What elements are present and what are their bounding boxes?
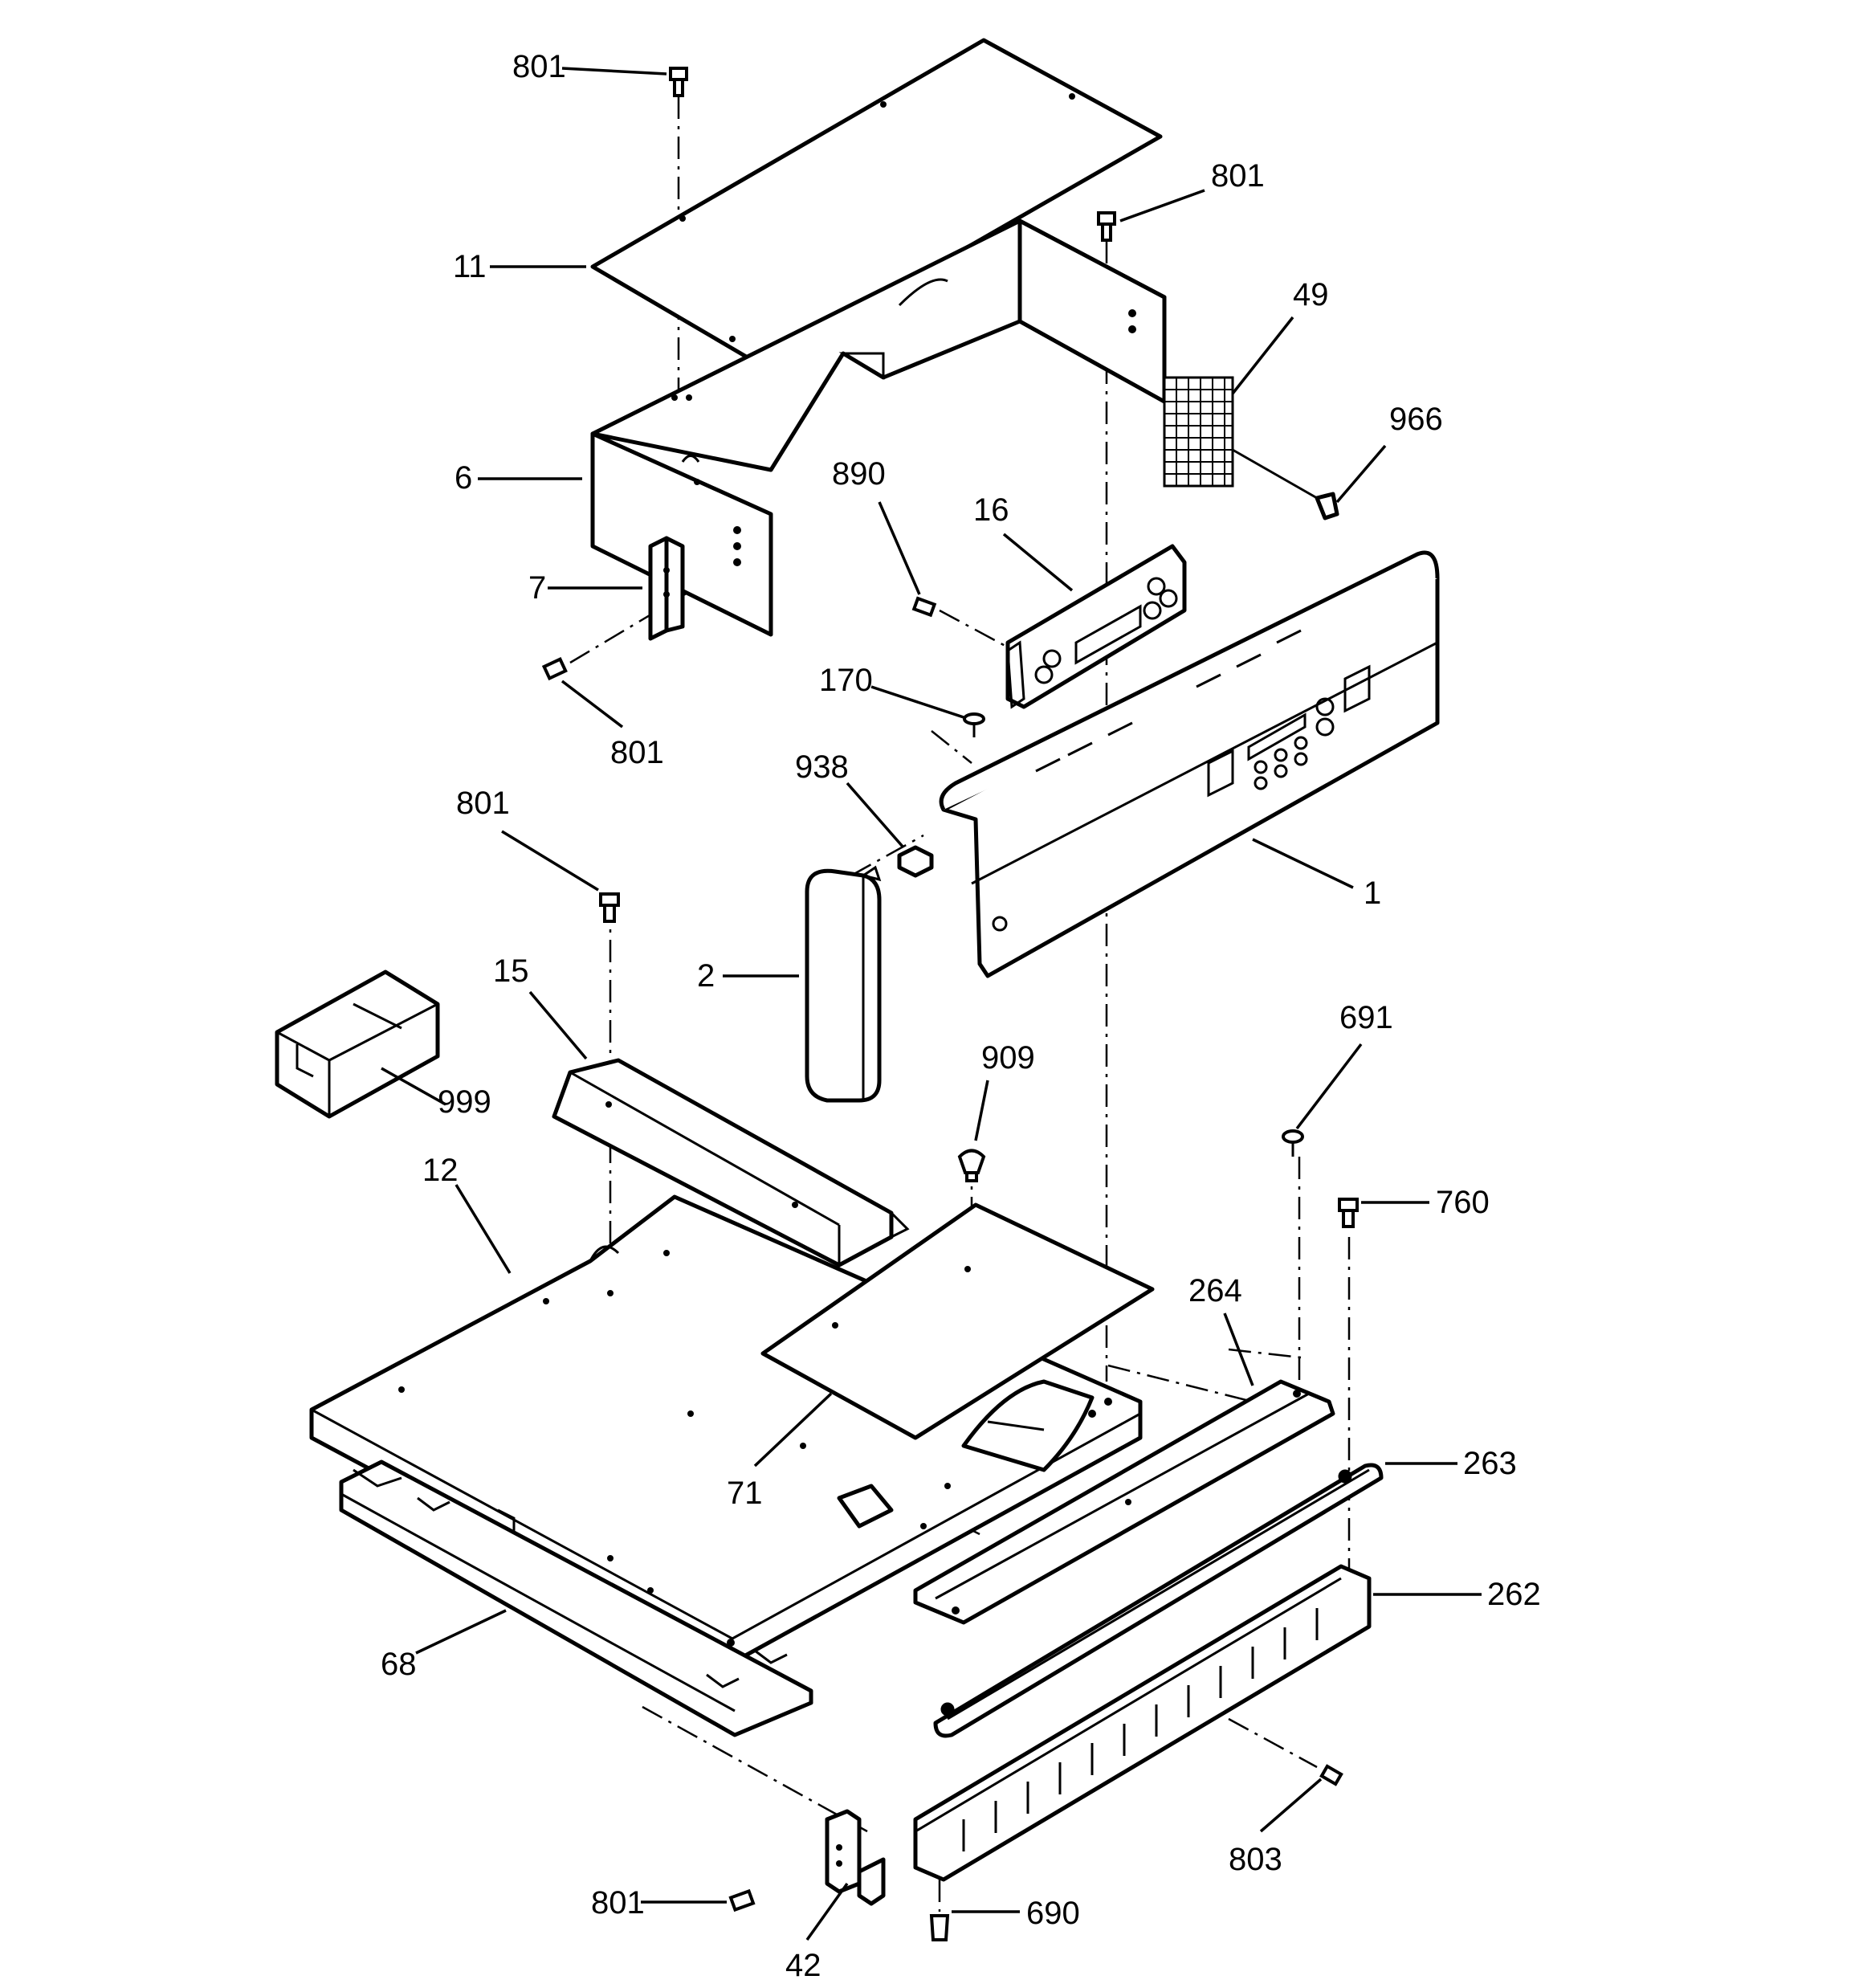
plug-909 — [957, 1149, 986, 1182]
literature-box — [275, 970, 440, 1119]
callout-labels: 801 801 11 49 966 6 890 16 7 170 801 938… — [381, 49, 1541, 1983]
screw-803 — [1319, 1764, 1343, 1786]
fasteners — [541, 67, 1359, 1941]
callout-11: 11 — [453, 249, 487, 284]
callout-16: 16 — [973, 492, 1009, 528]
callout-691: 691 — [1339, 1000, 1393, 1035]
callout-262: 262 — [1487, 1577, 1541, 1612]
screw-801-upper-right — [1097, 211, 1116, 242]
screw-801-left — [599, 892, 620, 923]
callout-801-top: 801 — [512, 49, 566, 84]
callout-263: 263 — [1463, 1446, 1517, 1481]
screw-801-top — [669, 67, 688, 97]
callout-49: 49 — [1293, 277, 1329, 312]
trim-bar-263 — [933, 1463, 1384, 1738]
callout-690: 690 — [1026, 1896, 1080, 1931]
callout-760: 760 — [1436, 1185, 1490, 1220]
callout-999: 999 — [438, 1084, 491, 1120]
callout-801-upper-right: 801 — [1211, 158, 1265, 194]
screw-690 — [929, 1914, 950, 1941]
side-bracket — [648, 536, 685, 641]
screw-801-mid — [541, 657, 568, 681]
callout-15: 15 — [493, 953, 529, 989]
leader-lines — [381, 67, 1482, 1941]
screw-691 — [1282, 1129, 1304, 1157]
end-cap — [805, 865, 882, 1103]
callout-6: 6 — [455, 460, 472, 496]
callout-264: 264 — [1188, 1273, 1242, 1308]
callout-890: 890 — [832, 456, 886, 492]
callout-2: 2 — [697, 958, 715, 994]
screw-170 — [963, 712, 985, 737]
mesh-filter — [1163, 376, 1234, 488]
rail-264 — [913, 1379, 1335, 1625]
clip-938 — [897, 845, 934, 878]
screw-890 — [911, 596, 937, 618]
control-board — [1005, 544, 1187, 709]
screw-760 — [1338, 1198, 1359, 1228]
channel-15 — [552, 1058, 910, 1268]
callout-801-bottom: 801 — [591, 1885, 645, 1921]
vent-grille — [913, 1564, 1372, 1882]
back-box-housing — [590, 218, 1167, 637]
insulation-sheet — [760, 1202, 1155, 1440]
callout-938: 938 — [795, 749, 849, 785]
screw-801-bottom — [728, 1888, 756, 1912]
callout-966: 966 — [1389, 402, 1443, 437]
callout-170: 170 — [819, 663, 873, 698]
clip-966 — [1232, 448, 1339, 520]
callout-42: 42 — [785, 1948, 821, 1983]
callout-71: 71 — [727, 1476, 763, 1511]
callout-909: 909 — [981, 1040, 1035, 1076]
callout-801-mid: 801 — [610, 735, 664, 770]
top-cover-panel — [590, 38, 1163, 368]
callout-803: 803 — [1229, 1842, 1282, 1877]
callout-68: 68 — [381, 1647, 417, 1682]
callout-801-left: 801 — [456, 786, 510, 821]
front-trim — [339, 1459, 813, 1737]
callout-1: 1 — [1364, 876, 1381, 911]
control-panel — [939, 550, 1440, 978]
callout-7: 7 — [528, 570, 546, 606]
foot-bracket — [825, 1809, 886, 1906]
callout-12: 12 — [422, 1153, 459, 1188]
